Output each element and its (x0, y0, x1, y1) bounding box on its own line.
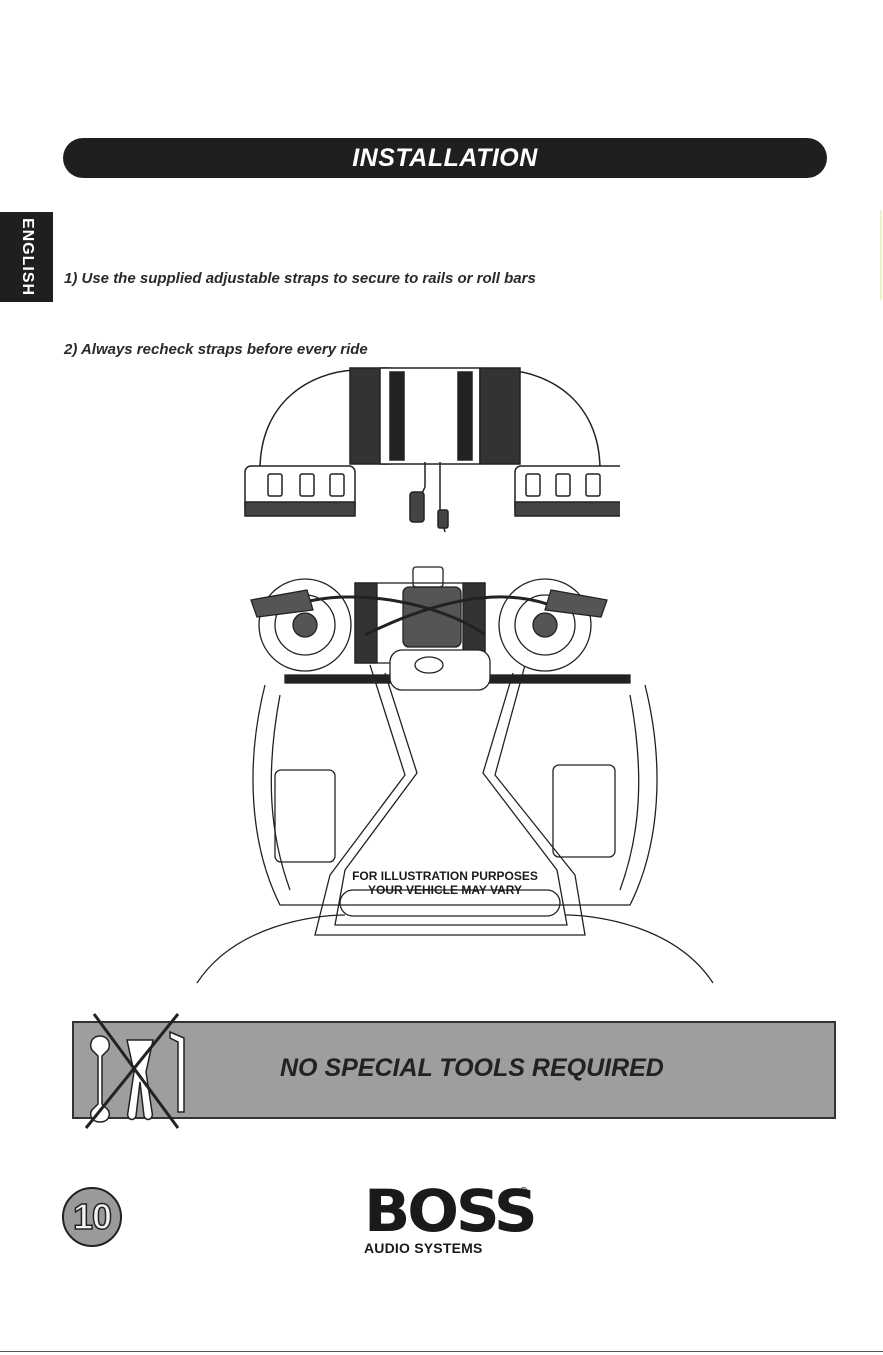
page-number-badge: 10 (62, 1187, 122, 1247)
language-label: ENGLISH (18, 218, 36, 296)
brand-subtitle: AUDIO SYSTEMS (364, 1240, 483, 1256)
brand-logo: BOSS (364, 1182, 535, 1240)
registered-mark: ® (520, 1186, 527, 1197)
illustration-caption-line1: FOR ILLUSTRATION PURPOSES (320, 869, 570, 883)
illustration-caption-line2: YOUR VEHICLE MAY VARY (320, 883, 570, 897)
page-number: 10 (73, 1196, 111, 1238)
illustration-caption: FOR ILLUSTRATION PURPOSES YOUR VEHICLE M… (320, 869, 570, 897)
speaker-bar-illustration (240, 362, 620, 537)
language-tab: ENGLISH (0, 212, 53, 302)
section-title: INSTALLATION (352, 144, 538, 173)
step-2: 2) Always recheck straps before every ri… (64, 341, 368, 358)
tools-notice-text: NO SPECIAL TOOLS REQUIRED (280, 1054, 664, 1083)
edge-mark (880, 210, 882, 300)
section-header-bar: INSTALLATION (63, 138, 827, 178)
step-1: 1) Use the supplied adjustable straps to… (64, 270, 536, 287)
vehicle-install-illustration (195, 565, 715, 985)
bottom-rule (0, 1351, 883, 1352)
crossed-tools-icon (82, 1012, 194, 1130)
